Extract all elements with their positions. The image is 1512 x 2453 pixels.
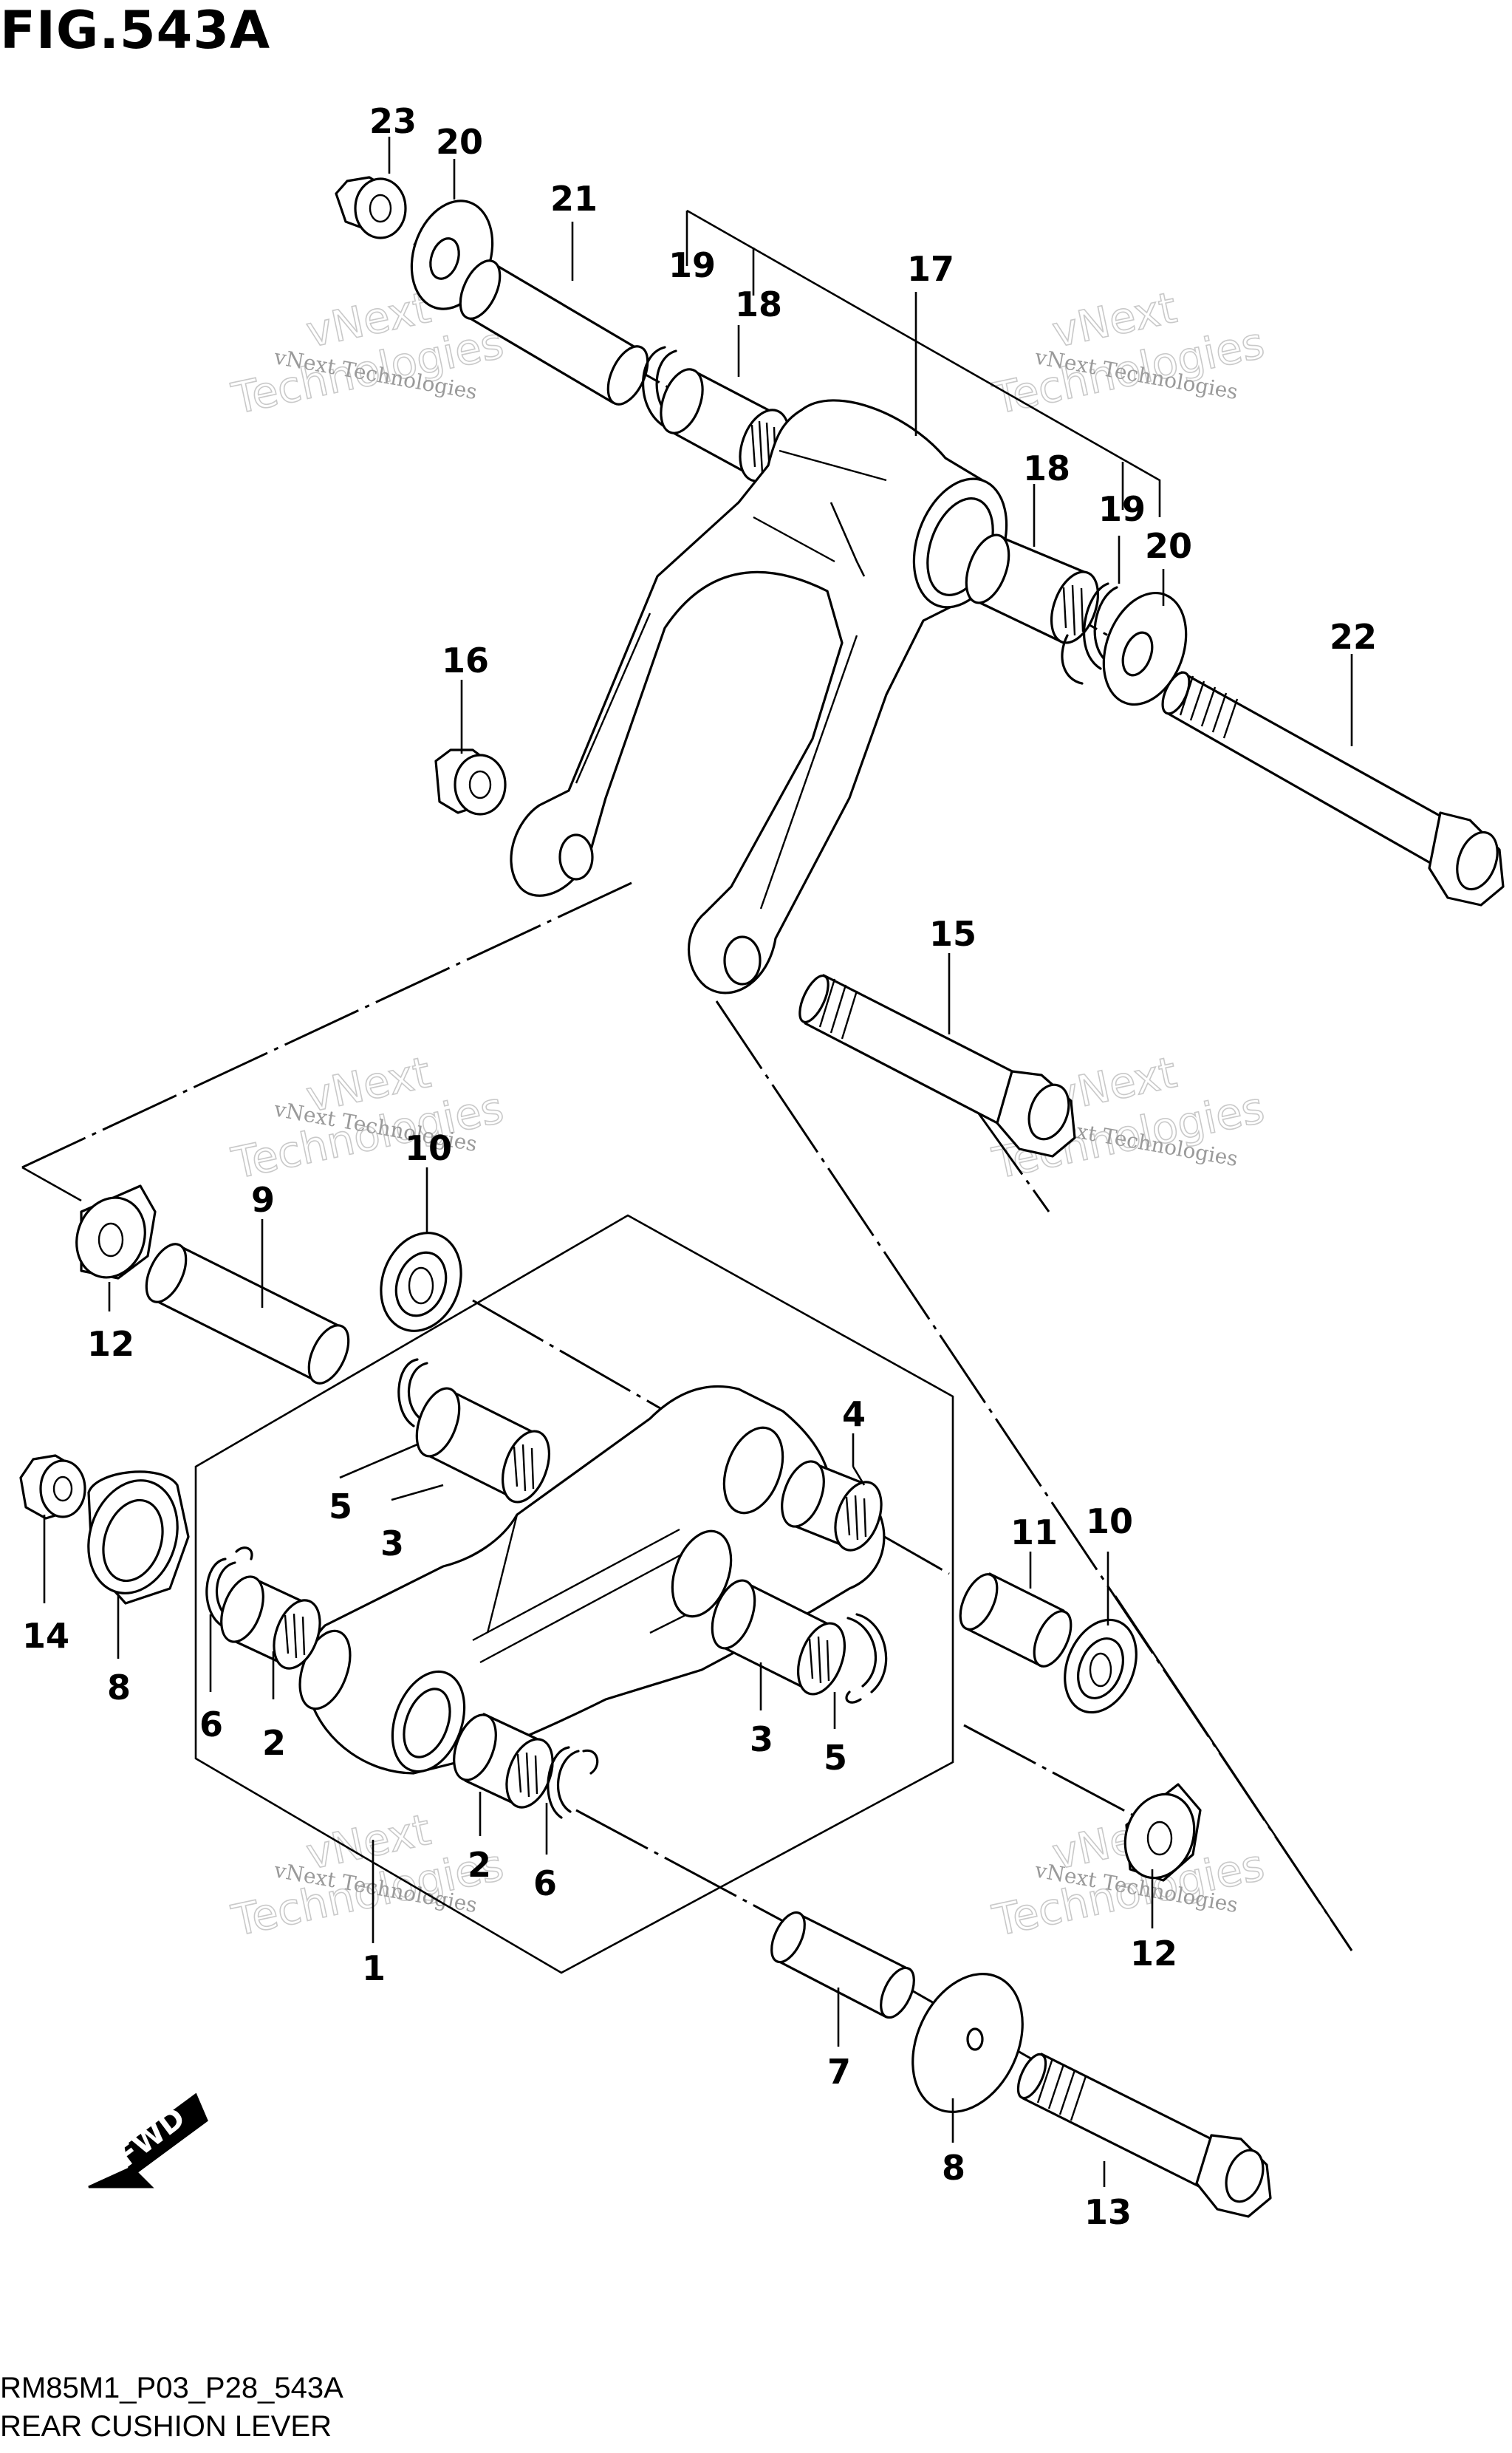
fwd-arrow-icon xyxy=(88,2092,208,2188)
callout-19-right: 19 xyxy=(1098,489,1146,529)
callout-7: 7 xyxy=(827,2052,851,2092)
part-10-seal-upper xyxy=(380,1232,462,1332)
part-15-bolt xyxy=(798,974,1076,1158)
watermark-bottom-left: vNext Technologies vNext Technologies xyxy=(227,1804,508,1947)
lower-lever-frame xyxy=(194,1214,954,1974)
callout-6-lower: 6 xyxy=(533,1863,557,1903)
part-9-spacer xyxy=(145,1243,350,1385)
part-11-spacer xyxy=(959,1572,1073,1668)
part-4-bearing xyxy=(781,1460,883,1552)
left-group-corner xyxy=(21,1166,82,1202)
part-3-bearing-lower xyxy=(711,1579,846,1696)
part-16-nut xyxy=(434,748,507,816)
upper-parts xyxy=(335,176,1505,1158)
lower-left-parts xyxy=(19,1184,462,1605)
callout-8-lower: 8 xyxy=(942,2148,965,2188)
part-23-nut xyxy=(335,176,407,239)
watermark-mid-left: vNext Technologies vNext Technologies xyxy=(227,1046,508,1190)
diagram-code: RM85M1_P03_P28_543A xyxy=(0,2372,343,2404)
callout-13: 13 xyxy=(1084,2192,1132,2232)
bracket-18-19-top xyxy=(685,209,1161,517)
callout-15: 15 xyxy=(929,914,976,954)
callout-11: 11 xyxy=(1010,1512,1058,1552)
part-18-bearing-right xyxy=(965,533,1099,644)
part-13-bolt xyxy=(1016,2053,1272,2218)
callout-2-left: 2 xyxy=(262,1723,286,1763)
callout-19-left: 19 xyxy=(668,245,716,285)
callout-2-lower: 2 xyxy=(468,1845,491,1885)
part-5-circlip-lower xyxy=(845,1613,888,1704)
lower-bearings xyxy=(205,1358,888,1819)
callout-20-right: 20 xyxy=(1145,526,1192,566)
part-3-bearing-upper xyxy=(415,1387,550,1504)
callout-18-right: 18 xyxy=(1023,448,1070,488)
callout-3-lower: 3 xyxy=(750,1719,773,1759)
lower-right-parts xyxy=(770,1572,1272,2218)
fwd-direction-indicator: FWD xyxy=(88,2092,208,2188)
part-6-circlip-lower xyxy=(547,1746,599,1819)
lower-axle-line-4 xyxy=(575,1809,784,1923)
diagram-name: REAR CUSHION LEVER xyxy=(0,2410,332,2443)
part-8-washer-left xyxy=(87,1470,190,1605)
part-1-lower-lever xyxy=(298,1385,886,1775)
callout-9: 9 xyxy=(251,1180,275,1220)
callout-18-left: 18 xyxy=(735,284,782,324)
part-20-washer-right xyxy=(1102,591,1188,706)
callout-17: 17 xyxy=(907,249,954,289)
callout-21: 21 xyxy=(550,179,598,219)
lower-axle-line-3 xyxy=(963,1724,1138,1819)
callout-1: 1 xyxy=(362,1948,386,1988)
callout-10-lower: 10 xyxy=(1086,1501,1133,1541)
part-14-nut xyxy=(19,1454,86,1520)
part-7-spacer xyxy=(770,1911,915,2019)
callout-23: 23 xyxy=(369,101,417,141)
figure-title: FIG.543A xyxy=(0,0,271,61)
right-group-return xyxy=(1114,1595,1353,1951)
part-2-bearing-left xyxy=(220,1575,321,1670)
lower-axle-line-1 xyxy=(472,1299,769,1472)
callout-14: 14 xyxy=(22,1616,69,1656)
part-12-washer-right xyxy=(1123,1783,1202,1882)
part-22-bolt xyxy=(1161,671,1505,907)
bolt-15-centerline xyxy=(974,1108,1050,1212)
part-2-bearing-lower xyxy=(453,1713,554,1809)
callout-16: 16 xyxy=(442,641,489,680)
callout-3-upper: 3 xyxy=(380,1524,404,1563)
callout-12-right: 12 xyxy=(1130,1934,1177,1973)
part-12-washer-left xyxy=(75,1184,157,1280)
part-5-circlip-upper xyxy=(397,1358,428,1427)
callout-8-left: 8 xyxy=(107,1668,131,1707)
link-to-left-group-line xyxy=(21,881,632,1169)
part-10-seal-lower xyxy=(1064,1618,1138,1714)
callout-10-upper: 10 xyxy=(405,1128,452,1168)
callout-labels: 23 20 21 19 18 17 18 19 20 22 16 15 10 9… xyxy=(22,101,1377,2232)
callout-4: 4 xyxy=(842,1394,866,1434)
callout-20-left: 20 xyxy=(436,122,483,162)
callout-5-lower: 5 xyxy=(824,1738,847,1778)
part-8-washer-lower xyxy=(911,1973,1024,2113)
callout-12-left: 12 xyxy=(87,1324,134,1364)
leader-lines xyxy=(43,137,1353,2187)
callout-6-left: 6 xyxy=(199,1705,223,1744)
callout-5-upper: 5 xyxy=(329,1487,352,1526)
watermark-top-right: vNext Technologies vNext Technologies xyxy=(988,282,1269,425)
callout-22: 22 xyxy=(1330,617,1377,657)
part-19-circlip-right xyxy=(1061,582,1118,685)
